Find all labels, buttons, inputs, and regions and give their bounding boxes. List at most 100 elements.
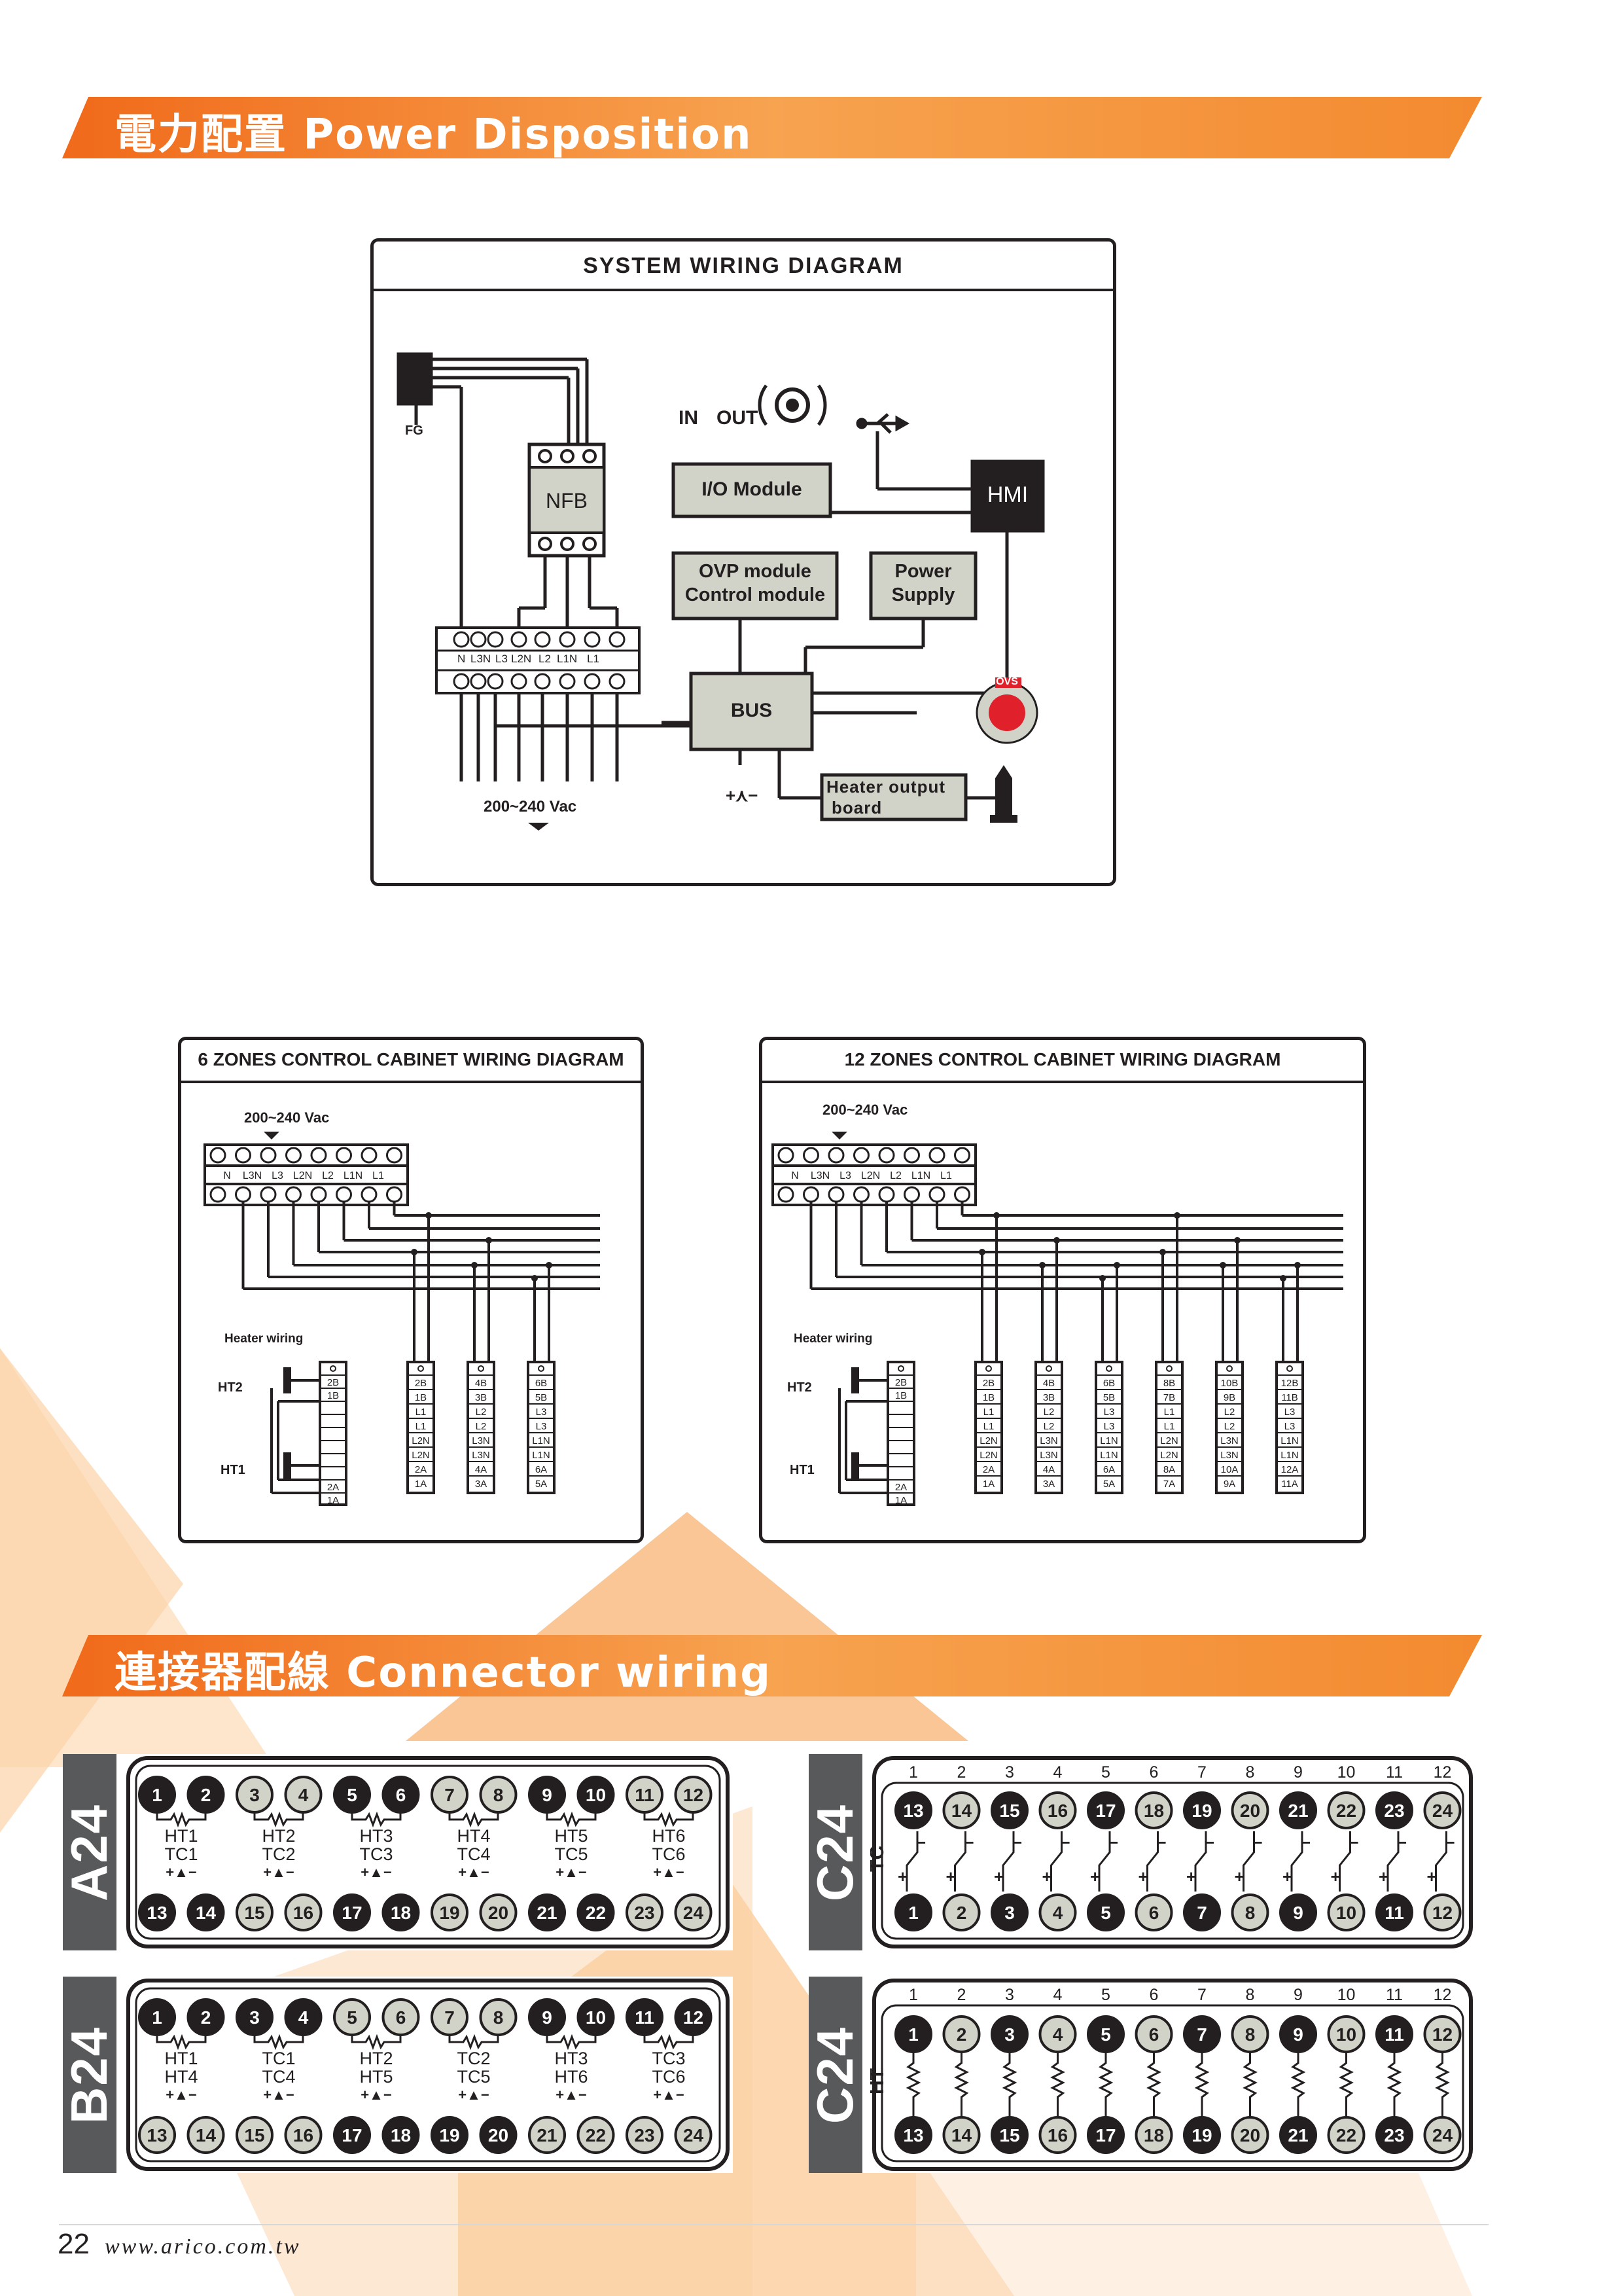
tc-minus: − <box>1397 1833 1407 1852</box>
pin-number: 6 <box>396 2007 406 2028</box>
strip-label: 3A <box>1043 1479 1055 1490</box>
pin-number: 10 <box>586 1785 606 1805</box>
fg-label: FG <box>405 423 423 438</box>
resistor-symbol <box>351 1811 402 1828</box>
connector-a24-label: A24 <box>60 1803 118 1901</box>
c24-column-number: 3 <box>1005 1986 1014 2004</box>
connector-pin <box>1231 1893 1269 1931</box>
connector-pin <box>1087 2015 1125 2053</box>
strip-label: 9B <box>1224 1392 1235 1403</box>
connector-pin <box>576 1776 615 1814</box>
c24-column-number: 8 <box>1246 1763 1255 1782</box>
strip-label: L3N <box>1220 1435 1239 1446</box>
strip-label: 1A <box>983 1479 995 1490</box>
pin-number: 23 <box>634 2125 654 2145</box>
strip-label: L1N <box>1280 1450 1299 1461</box>
connector-pin <box>1327 1791 1366 1829</box>
pin-number: 1 <box>908 1903 919 1923</box>
c24-column-number: 7 <box>1197 1986 1207 2004</box>
strip-label: L3 <box>536 1421 547 1432</box>
zone6-voltage: 200~240 Vac <box>244 1109 330 1126</box>
pin-number: 15 <box>999 2125 1019 2145</box>
connector-pin <box>894 2116 932 2154</box>
connector-label: HT3 <box>359 1826 393 1846</box>
connector-label: TC5 <box>457 2067 490 2087</box>
connector-b24-svg: 113214315416517618719820921102211231224H… <box>126 1979 730 2171</box>
connector-pin <box>674 1893 713 1931</box>
pin-number: 15 <box>244 1903 264 1923</box>
heater-strip-label: 1B <box>895 1390 907 1401</box>
connector-pin <box>431 1776 468 1814</box>
io-out-label: OUT <box>716 407 758 429</box>
pin-number: 16 <box>1048 1801 1068 1821</box>
c24-column-number: 1 <box>909 1986 918 2004</box>
connector-pin <box>1135 1893 1173 1931</box>
pin-number: 11 <box>1385 2024 1404 2045</box>
footer-url[interactable]: www.arico.com.tw <box>105 2234 301 2259</box>
strip-label: L3N <box>1220 1450 1239 1461</box>
zone6-ht2: HT2 <box>218 1380 243 1395</box>
connector-pin <box>1231 1791 1269 1829</box>
heater-strip-label: 2A <box>895 1482 907 1493</box>
resistor-symbol <box>156 2034 207 2051</box>
pin-number: 14 <box>951 1801 972 1821</box>
heater-resistor <box>1339 2053 1354 2117</box>
zone6-heater-wiring: Heater wiring <box>224 1332 304 1346</box>
connector-pin <box>1087 2116 1125 2154</box>
connector-pin <box>186 2116 225 2154</box>
connector-label: HT2 <box>359 2049 393 2068</box>
strip-label: L1 <box>1164 1407 1175 1418</box>
strip-label: L1 <box>415 1407 427 1418</box>
heater-strip-label: 1A <box>327 1495 339 1506</box>
connector-pin <box>1183 1791 1221 1829</box>
pin-number: 20 <box>488 1903 508 1923</box>
strip-label: L1N <box>1280 1435 1299 1446</box>
strip-label: 12B <box>1281 1378 1299 1389</box>
pin-number: 9 <box>542 1785 552 1805</box>
polarity-label: +▲− <box>556 2087 586 2103</box>
strip-label: 5B <box>535 1392 547 1403</box>
connector-pin <box>1231 2116 1269 2154</box>
pin-number: 20 <box>1240 2125 1260 2145</box>
connector-label: TC4 <box>262 2067 295 2087</box>
strip-label: 6A <box>535 1464 547 1475</box>
strip-label: L1N <box>532 1450 550 1461</box>
pin-number: 6 <box>1149 1903 1159 1923</box>
strip-label: L2 <box>476 1421 487 1432</box>
thermocouple-wire <box>1290 1831 1303 1892</box>
connector-pin <box>431 2116 468 2154</box>
pin-number: 23 <box>634 1903 654 1923</box>
c24-column-number: 9 <box>1294 1986 1303 2004</box>
terminal-labels: N L3N L3 L2N L2 L1N L1 <box>442 653 638 670</box>
polarity-label: +▲− <box>556 1864 586 1880</box>
tc-plus: + <box>1427 1867 1437 1886</box>
pin-number: 8 <box>493 1785 504 1805</box>
heater-resistor <box>1050 2053 1065 2117</box>
strip-label: L1 <box>983 1407 995 1418</box>
resistor-symbol <box>253 2034 304 2051</box>
pin-number: 16 <box>293 2125 313 2145</box>
pin-number: 19 <box>1192 1801 1212 1821</box>
connector-label: HT5 <box>554 1826 588 1846</box>
thermocouple-wire <box>1098 1831 1111 1892</box>
pin-number: 3 <box>249 2007 260 2028</box>
pin-number: 6 <box>396 1785 406 1805</box>
pin-number: 24 <box>683 2125 704 2145</box>
connector-pin <box>1183 2116 1221 2154</box>
connector-pin <box>894 1893 932 1931</box>
connector-pin <box>991 1791 1029 1829</box>
pin-number: 9 <box>1293 1903 1303 1923</box>
zone6-ht1: HT1 <box>221 1463 245 1477</box>
strip-label: 11A <box>1281 1479 1298 1490</box>
strip-label: L2 <box>1044 1421 1055 1432</box>
strip-label: L2N <box>1160 1450 1178 1461</box>
thermocouple-wire <box>1050 1831 1063 1892</box>
connector-pin <box>1038 1893 1077 1931</box>
tc-minus: − <box>1349 1833 1359 1852</box>
pin-number: 13 <box>147 1903 167 1923</box>
connector-pin <box>1183 1893 1221 1931</box>
connector-pin <box>1135 2015 1173 2053</box>
pin-number: 18 <box>391 1903 411 1923</box>
pin-number: 23 <box>1384 2125 1404 2145</box>
